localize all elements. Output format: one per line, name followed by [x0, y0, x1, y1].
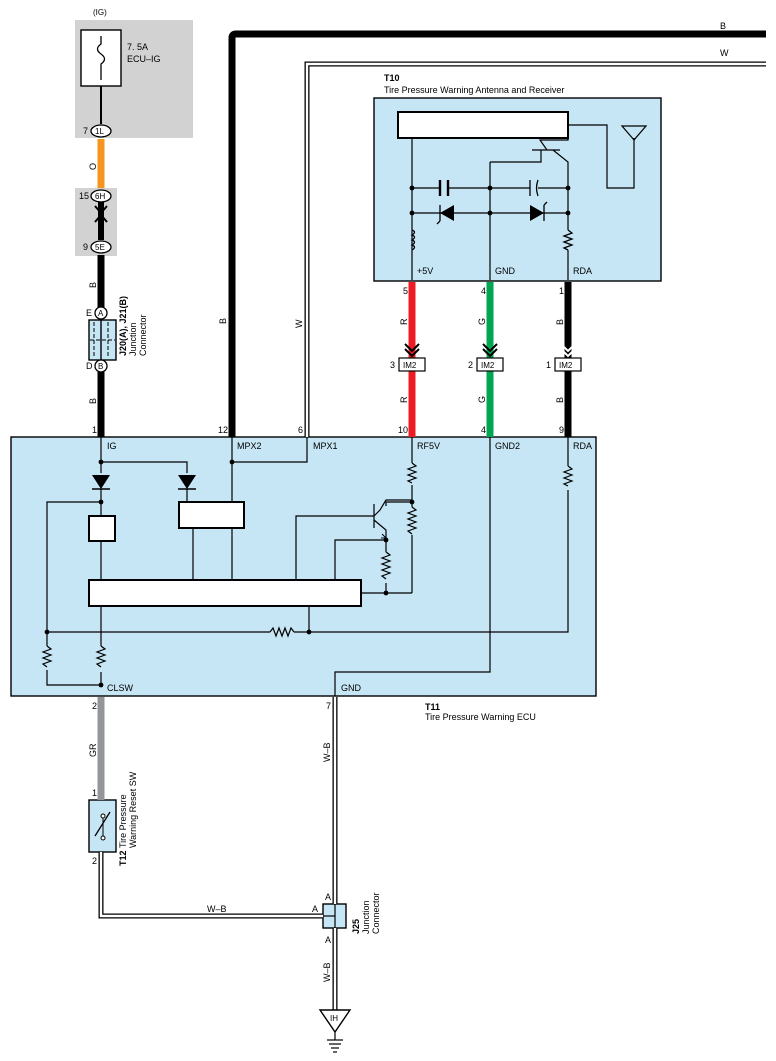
t11-term-gnd: GND — [341, 683, 362, 693]
connector-5e — [90, 240, 112, 254]
t10-pin-rda: 1 — [559, 286, 564, 296]
t10-receiver-module — [397, 111, 569, 139]
connector-im2-1 — [554, 343, 582, 372]
connector-j20-a — [94, 306, 108, 320]
t10-name: Tire Pressure Warning Antenna and Receiv… — [384, 85, 564, 95]
wire-label-r-upper: R — [399, 318, 409, 325]
wire-label-wb-horiz: W–B — [207, 904, 227, 914]
wire-label-b-rda-upper: B — [555, 319, 565, 325]
j25-pin-bottom: A — [325, 935, 331, 945]
t11-pin-gnd: 7 — [326, 701, 331, 711]
j25-desc1: Junction — [361, 900, 371, 934]
t11-pin-clsw: 2 — [92, 701, 97, 711]
t11-pin-rf5v: 10 — [398, 425, 408, 435]
t12-name2: Warning Reset SW — [128, 771, 138, 848]
t10-pin-gnd: 4 — [481, 286, 486, 296]
fuse-rating: 7. 5A — [127, 42, 148, 52]
t11-code: T11 — [425, 702, 440, 712]
t11-name: Tire Pressure Warning ECU — [425, 712, 536, 722]
t10-pin-5v: 5 — [403, 286, 408, 296]
t11-term-ig: IG — [107, 441, 117, 451]
ig-label: (IG) — [93, 8, 107, 17]
wire-label-b-top: B — [88, 282, 98, 288]
wire-label-w-mpx1: W — [294, 319, 304, 328]
wire-label-wb-bottom: W–B — [322, 962, 332, 982]
wire-label-g-lower: G — [477, 396, 487, 403]
j20-desc2: Connector — [138, 314, 148, 356]
wire-label-g-upper: G — [477, 318, 487, 325]
connector-im2-2 — [476, 343, 504, 372]
t11-term-gnd2: GND2 — [495, 441, 520, 451]
t12-code: T12 — [118, 850, 128, 866]
ecu-comm-block — [178, 501, 245, 529]
fuse-name: ECU–IG — [127, 54, 161, 64]
t11-term-mpx1: MPX1 — [313, 441, 338, 451]
im2-3-pin: 3 — [390, 360, 395, 370]
ground-ih — [318, 1009, 352, 1034]
t12-pin-bottom: 2 — [92, 856, 97, 866]
t10-term-gnd: GND — [495, 266, 516, 276]
ground-ih-label: IH — [330, 1014, 338, 1023]
wire-label-wb-vert: W–B — [322, 742, 332, 762]
connector-5e-name: 5E — [95, 243, 105, 252]
j20-desc1: Junction — [128, 322, 138, 356]
im2-1-name: IM2 — [559, 361, 573, 370]
wire-label-b-right: B — [720, 21, 726, 31]
wire-label-w-right: W — [720, 48, 729, 58]
connector-j20-a-name: A — [98, 309, 104, 318]
connector-6h — [90, 189, 112, 203]
connector-1l — [90, 124, 112, 138]
connector-j21-b — [94, 359, 108, 373]
im2-2-pin: 2 — [468, 360, 473, 370]
t11-pin-gnd2: 4 — [481, 425, 486, 435]
wire-label-b-rda-lower: B — [555, 397, 565, 403]
connector-im2-3 — [398, 343, 426, 372]
t11-term-clsw: CLSW — [107, 683, 134, 693]
im2-1-pin: 1 — [546, 360, 551, 370]
j20-code: J20(A), J21(B) — [118, 296, 128, 356]
wire-b-mpx2 — [228, 30, 766, 437]
wire-label-b-mid: B — [88, 398, 98, 404]
j25-code: J25 — [351, 919, 361, 934]
t11-pin-mpx2: 12 — [218, 425, 228, 435]
t11-ecu-box — [10, 436, 597, 697]
im2-3-name: IM2 — [403, 361, 417, 370]
im2-2-name: IM2 — [481, 361, 495, 370]
ecu-cpu-block — [88, 579, 362, 607]
wire-label-o: O — [88, 163, 98, 170]
t12-pin-top: 1 — [92, 788, 97, 798]
connector-1l-name: 1L — [95, 127, 104, 136]
t11-pin-mpx1: 6 — [298, 425, 303, 435]
t11-term-rda: RDA — [573, 441, 592, 451]
connector-j21-b-name: B — [98, 362, 103, 371]
wire-label-gr: GR — [88, 743, 98, 757]
j25-pin-left: A — [312, 904, 318, 914]
t10-term-5v: +5V — [417, 266, 433, 276]
fuse-element — [96, 36, 106, 80]
wire-label-b-mpx2: B — [218, 318, 228, 324]
pin-j21-d: D — [86, 361, 93, 371]
t12-name1: Tire Pressure — [118, 794, 128, 848]
t11-term-mpx2: MPX2 — [237, 441, 262, 451]
pin-6h: 15 — [79, 191, 89, 201]
ecu-small-block — [88, 515, 116, 542]
connector-6h-name: 6H — [95, 192, 105, 201]
t11-pin-ig: 1 — [92, 425, 97, 435]
pin-5e: 9 — [83, 242, 88, 252]
t10-code: T10 — [384, 73, 400, 83]
t11-term-rf5v: RF5V — [417, 441, 440, 451]
j25-pin-top: A — [325, 892, 331, 902]
t10-term-rda: RDA — [573, 266, 592, 276]
wire-label-r-lower: R — [399, 396, 409, 403]
pin-1l: 7 — [83, 126, 88, 136]
pin-j20-e: E — [86, 308, 92, 318]
t11-pin-rda: 9 — [559, 425, 564, 435]
j25-desc2: Connector — [371, 892, 381, 934]
